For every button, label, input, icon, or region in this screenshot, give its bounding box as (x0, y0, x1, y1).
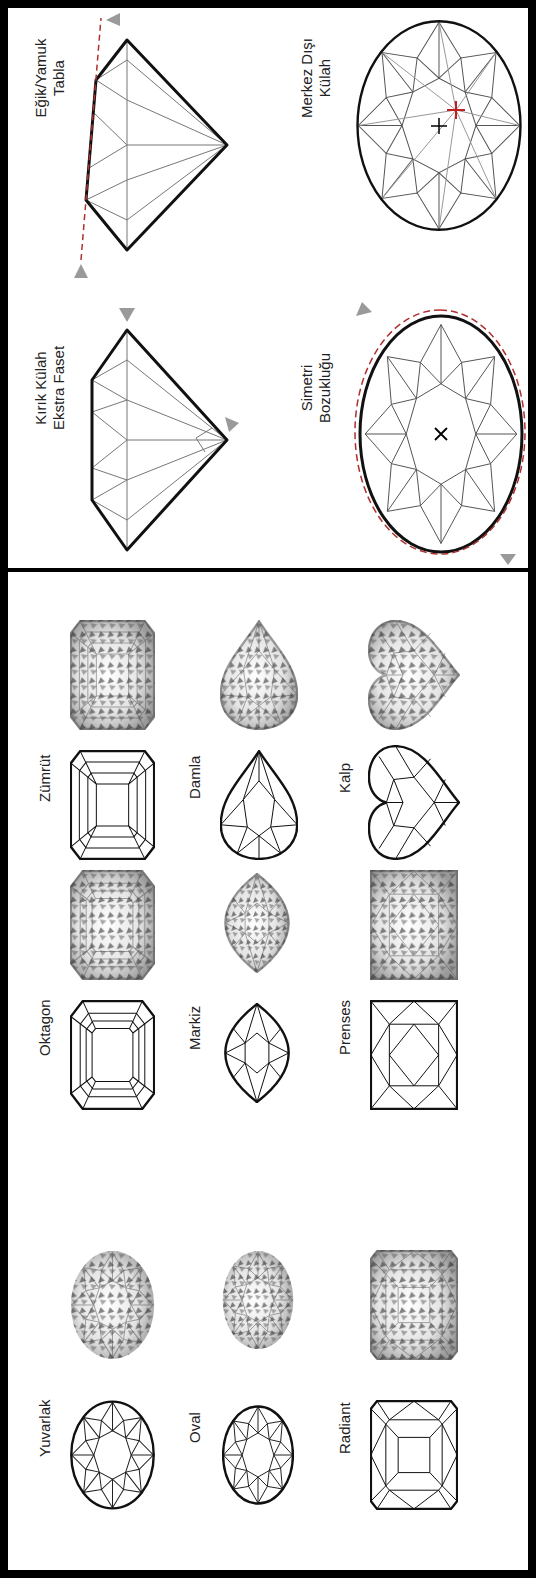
gem-sparkle (70, 620, 155, 730)
profile-outline (86, 40, 227, 250)
marker-triangle (356, 302, 372, 316)
gem-facets (72, 1252, 154, 1358)
cut-name: Radiant (336, 1402, 354, 1454)
tilted-table-profile (74, 13, 227, 278)
gem-facets (369, 621, 459, 729)
marker-triangle (74, 264, 88, 278)
cut-name: Yuvarlak (36, 1399, 54, 1457)
marker-triangle (225, 417, 239, 432)
gem-facets (223, 1252, 292, 1348)
gem-photo (220, 620, 298, 730)
gem-sparkle (70, 870, 155, 980)
broken-culet-profile (92, 308, 239, 550)
cut-name: Oval (186, 1412, 204, 1443)
gem-photo (223, 1251, 294, 1349)
marker-triangle (119, 308, 135, 322)
ideal-outline (355, 310, 525, 554)
gem-facets (371, 871, 457, 979)
gem-sparkle (223, 1251, 294, 1349)
facet-lines (358, 22, 519, 228)
outer-frame (4, 4, 532, 1574)
octagon-cut (70, 870, 155, 1109)
gem-photo (70, 870, 155, 980)
off-center-culet (358, 21, 521, 230)
gem-photo (70, 620, 155, 730)
gem-outline (358, 21, 521, 230)
radiant-cut (370, 1250, 458, 1509)
gem-facets (71, 621, 154, 729)
gem-sparkle (370, 870, 458, 980)
gem-facets (371, 1251, 457, 1359)
defect-name: Kırık Külah Ekstra Faset (32, 333, 68, 443)
round-cut (71, 1251, 154, 1508)
defect-name: Simetri Bozukluğu (298, 333, 334, 443)
cut-drawing (223, 1407, 292, 1503)
gem-sparkle (370, 1250, 458, 1360)
tilt-guide (81, 18, 101, 260)
gem-photo (225, 873, 290, 973)
marker-triangle (106, 13, 120, 26)
cut-name: Prenses (336, 1000, 354, 1055)
center-cross (435, 428, 447, 440)
cut-drawing (225, 1004, 288, 1102)
defect-name: Eğik/Yamuk Tabla (32, 23, 68, 133)
cut-drawing (371, 1401, 457, 1509)
cut-drawing (221, 751, 297, 859)
pear-cut (220, 620, 298, 859)
princess-cut (370, 870, 458, 1109)
cut-name: Markiz (186, 1006, 204, 1050)
cut-outline (223, 1407, 293, 1504)
marquise-cut (225, 873, 290, 1102)
cut-drawing (371, 1001, 457, 1109)
gem-facets (221, 621, 297, 729)
gem-sparkle (225, 873, 290, 973)
emerald-cut (70, 620, 155, 859)
gem-facets (225, 874, 288, 972)
gem-sparkle (368, 620, 460, 730)
facet-lines (86, 40, 227, 250)
center-cross (431, 118, 447, 134)
panel-divider (0, 568, 536, 572)
facet-lines (365, 325, 517, 544)
gem-facets (71, 871, 154, 979)
cut-name: Oktagon (36, 999, 54, 1056)
cut-drawing (71, 1001, 154, 1109)
cut-name: Kalp (336, 763, 354, 793)
cut-drawing (72, 1402, 154, 1508)
gem-sparkle (71, 1251, 154, 1359)
cut-name: Zümrüt (36, 754, 54, 802)
oval-cut (223, 1251, 294, 1504)
facet-lines (92, 330, 227, 550)
symmetry-defect (355, 302, 525, 565)
culet-cross (447, 101, 465, 119)
gem-sparkle (220, 620, 298, 730)
marker-triangle (500, 554, 516, 565)
gem-photo (368, 620, 460, 730)
gem-photo (370, 1250, 458, 1360)
heart-cut (368, 620, 460, 859)
profile-outline (92, 330, 227, 550)
cut-drawing (71, 751, 154, 859)
gem-photo (71, 1251, 154, 1359)
cut-outline (71, 1402, 153, 1509)
cut-name: Damla (186, 756, 204, 799)
gem-photo (370, 870, 458, 980)
defect-name: Merkez Dışı Külah (298, 23, 334, 133)
pavilion-lines (358, 22, 519, 228)
cut-drawing (369, 746, 459, 859)
gem-outline (360, 316, 522, 552)
